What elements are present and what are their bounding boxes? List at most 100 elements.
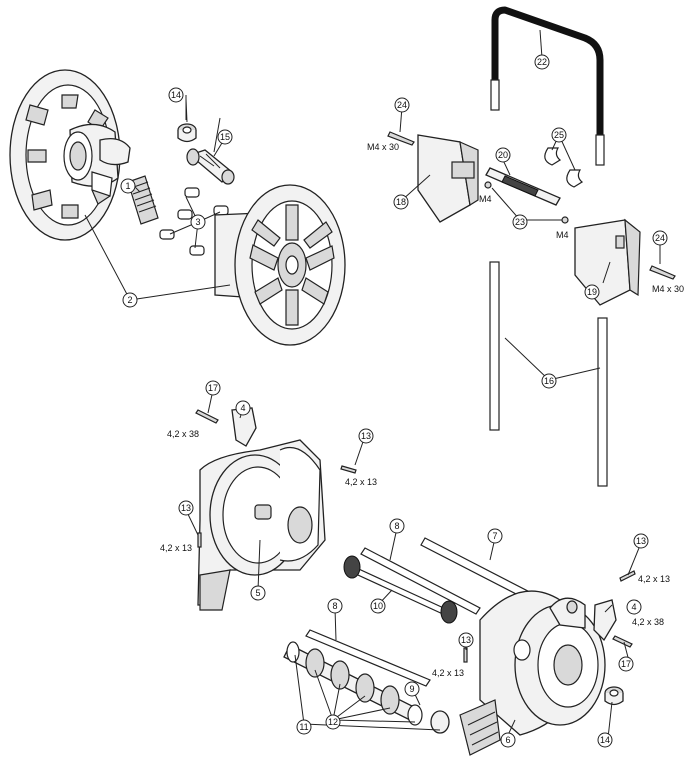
dim-42x38-right: 4,2 x 38	[632, 617, 664, 627]
svg-text:17: 17	[621, 659, 631, 669]
svg-text:1: 1	[125, 181, 130, 191]
lower-drive-assembly	[283, 537, 636, 756]
handle-end-left	[490, 79, 500, 111]
callout-15: 15	[217, 129, 233, 145]
screw-13-mid	[463, 647, 468, 663]
frame-rod-left	[489, 261, 500, 431]
dim-42x13-left: 4,2 x 13	[160, 543, 192, 553]
frame-rod-right	[597, 317, 608, 487]
bracket-clip-right	[593, 599, 617, 642]
callout-18: 18	[393, 194, 409, 210]
callout-16: 16	[541, 373, 557, 389]
callout-11: 11	[296, 719, 312, 735]
hose-fitting	[186, 148, 235, 185]
callout-2: 2	[122, 292, 138, 308]
dim-42x38-left: 4,2 x 38	[167, 429, 199, 439]
callout-13-right: 13	[633, 533, 649, 549]
svg-text:20: 20	[498, 150, 508, 160]
svg-text:9: 9	[409, 684, 414, 694]
callout-22: 22	[534, 54, 550, 70]
svg-text:24: 24	[655, 233, 665, 243]
callout-20: 20	[495, 147, 511, 163]
dim-42x13-mid: 4,2 x 13	[432, 668, 464, 678]
callout-13-mid: 13	[458, 632, 474, 648]
svg-text:17: 17	[208, 383, 218, 393]
callout-14-top: 14	[168, 87, 184, 103]
svg-text:5: 5	[255, 588, 260, 598]
callout-24-left: 24	[394, 97, 410, 113]
callout-17-left: 17	[205, 380, 221, 396]
callout-23: 23	[512, 214, 528, 230]
rod-8-lower	[305, 629, 431, 687]
svg-text:13: 13	[636, 536, 646, 546]
drum-pins	[159, 187, 229, 256]
svg-text:7: 7	[492, 531, 497, 541]
side-panel-left	[195, 407, 357, 611]
callout-8-lower: 8	[327, 598, 343, 614]
dim-m4-left: M4	[479, 194, 492, 204]
svg-text:11: 11	[299, 722, 308, 732]
handle-end-right	[595, 134, 605, 166]
frame-top-assembly	[387, 6, 676, 487]
dim-m4-right: M4	[556, 230, 569, 240]
dim-42x13-upper: 4,2 x 13	[345, 477, 377, 487]
callout-5: 5	[250, 585, 266, 601]
svg-text:16: 16	[544, 376, 554, 386]
frame-bracket-left	[417, 134, 479, 223]
callout-17-right: 17	[618, 656, 634, 672]
svg-text:12: 12	[328, 717, 338, 727]
svg-text:18: 18	[396, 197, 406, 207]
callouts: 1 2 3 4 4 5 6 7 8 8 9 10 11 12 13 13 13 …	[120, 54, 668, 748]
callout-3: 3	[190, 214, 206, 230]
screw-13-right	[619, 570, 636, 582]
callout-24-right: 24	[652, 230, 668, 246]
screw-13-left	[197, 532, 202, 548]
hose-drum-assembly	[9, 69, 346, 346]
dim-m4x30-right: M4 x 30	[652, 284, 684, 294]
handle-bar	[491, 6, 604, 135]
drum-flange-right	[214, 184, 346, 346]
callout-13-left: 13	[178, 500, 194, 516]
screw-13-upper	[340, 465, 357, 474]
callout-6: 6	[500, 732, 516, 748]
callout-14-bottom: 14	[597, 732, 613, 748]
svg-text:3: 3	[195, 217, 200, 227]
svg-text:15: 15	[220, 132, 230, 142]
dim-42x13-right: 4,2 x 13	[638, 574, 670, 584]
svg-text:19: 19	[587, 287, 597, 297]
drum-flange-left	[9, 69, 131, 241]
svg-text:10: 10	[373, 601, 383, 611]
rod-8-upper	[360, 547, 481, 615]
svg-text:14: 14	[171, 90, 181, 100]
hose-clips	[544, 147, 584, 188]
callout-9: 9	[404, 681, 420, 697]
svg-text:4: 4	[240, 403, 245, 413]
nut-m4-left	[484, 181, 492, 189]
svg-text:4: 4	[631, 602, 636, 612]
dim-m4x30-left: M4 x 30	[367, 142, 399, 152]
callout-25: 25	[551, 127, 567, 143]
callout-1: 1	[120, 178, 136, 194]
dimension-labels: M4 x 30 M4 x 30 M4 M4 4,2 x 38 4,2 x 38 …	[160, 142, 684, 678]
hose-nut-bottom	[604, 686, 624, 706]
callout-12: 12	[325, 714, 341, 730]
callout-19: 19	[584, 284, 600, 300]
side-panel-right	[459, 590, 606, 756]
svg-text:13: 13	[181, 503, 191, 513]
svg-text:13: 13	[461, 635, 471, 645]
screw-24-left	[387, 131, 415, 146]
callout-4-left: 4	[235, 400, 251, 416]
callout-13-upper: 13	[358, 428, 374, 444]
callout-4-right: 4	[626, 599, 642, 615]
svg-text:2: 2	[127, 295, 132, 305]
hose-nut-top	[177, 123, 197, 143]
svg-text:6: 6	[505, 735, 510, 745]
frame-crossbar	[485, 167, 561, 206]
nut-m4-right	[561, 216, 569, 224]
callout-10: 10	[370, 598, 386, 614]
frame-bracket-right	[574, 218, 641, 306]
screw-24-right	[649, 265, 676, 280]
screw-17-right	[612, 635, 633, 648]
svg-text:13: 13	[361, 431, 371, 441]
